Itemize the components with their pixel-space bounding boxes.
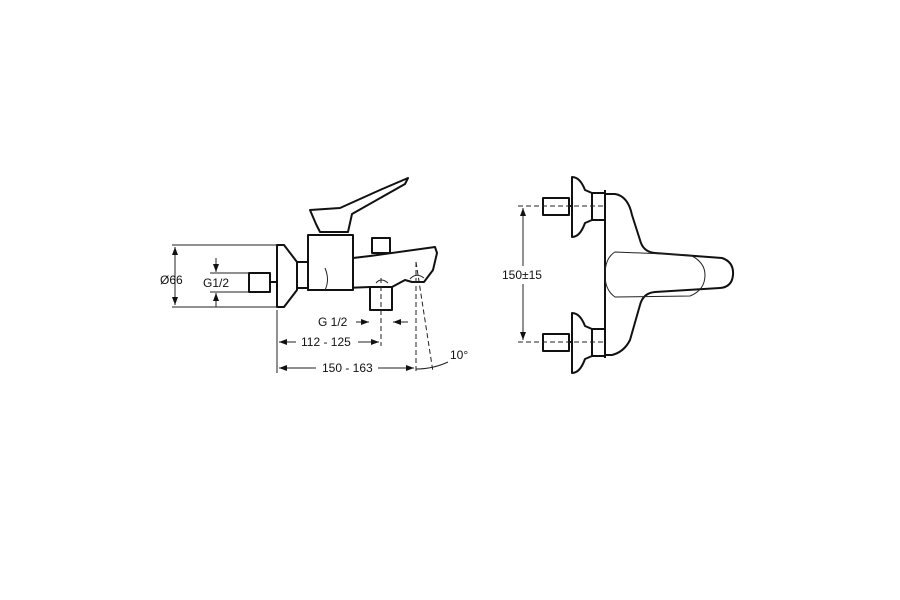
diameter-label: Ø66 [160, 273, 183, 287]
upper-inlet [542, 176, 606, 238]
front-view: 150±15 [502, 176, 735, 374]
outlet-thread-label: G 1/2 [318, 315, 348, 329]
lower-inlet [542, 312, 606, 374]
inlet-thread-label: G1/2 [203, 276, 229, 290]
side-view: Ø66 G1/2 G [160, 177, 468, 375]
outlet-distance-label: 112 - 125 [301, 335, 351, 349]
spout-reach-label: 150 - 163 [322, 361, 373, 375]
faucet-side-outline [248, 177, 438, 311]
inlet-spacing-label: 150±15 [502, 268, 542, 282]
spout-angle-label: 10° [450, 348, 468, 362]
